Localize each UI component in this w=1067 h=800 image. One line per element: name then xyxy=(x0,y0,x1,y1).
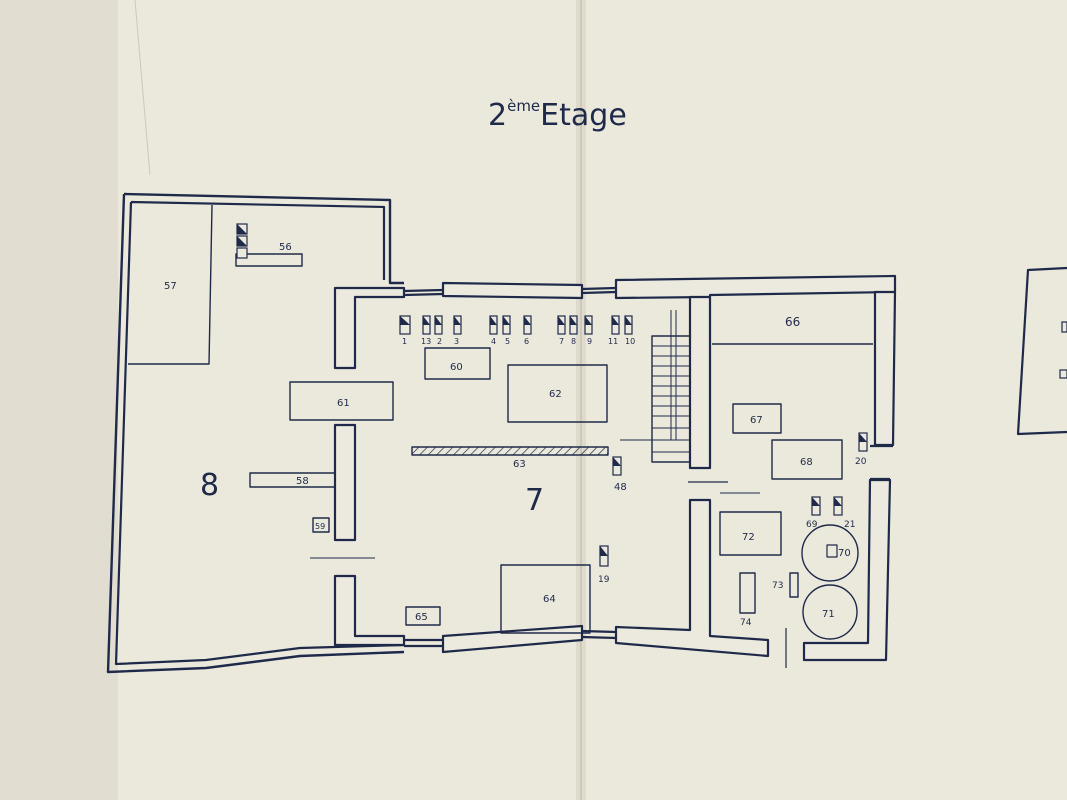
item-60-box xyxy=(424,347,491,380)
right-partition-wall xyxy=(688,295,712,470)
item-62-box xyxy=(507,364,608,423)
item-59-box xyxy=(312,517,330,533)
outer-wall-left-wing-inner xyxy=(114,200,405,666)
marker-7: 7 xyxy=(559,337,564,346)
north-wall-segment-1 xyxy=(441,281,584,300)
item-65-box xyxy=(405,606,441,626)
label-61: 61 xyxy=(337,398,350,409)
item-58-box xyxy=(249,472,336,488)
label-59: 59 xyxy=(315,522,325,531)
label-65: 65 xyxy=(415,612,428,623)
label-66: 66 xyxy=(785,315,800,329)
window-north-2 xyxy=(581,286,617,291)
room-8-label: 8 xyxy=(200,468,219,503)
title-prefix: 2 xyxy=(488,98,507,133)
marker-19: 19 xyxy=(598,575,610,585)
adjacent-building xyxy=(1016,266,1067,436)
item-74-box xyxy=(739,572,756,614)
marker-6: 6 xyxy=(524,337,529,346)
window-north-2b xyxy=(581,290,617,295)
marker-13: 13 xyxy=(421,337,431,346)
label-67: 67 xyxy=(750,415,763,426)
stair-treads xyxy=(620,310,690,453)
marker-5: 5 xyxy=(505,337,510,346)
label-56: 56 xyxy=(279,242,292,253)
marker-20: 20 xyxy=(855,457,867,467)
item-70-inner xyxy=(826,544,838,558)
window-north-1 xyxy=(403,288,444,293)
label-74: 74 xyxy=(740,618,752,628)
title-main: Etage xyxy=(540,98,627,133)
marker-11: 11 xyxy=(608,337,618,346)
window-south-2 xyxy=(581,629,617,634)
title-superscript: ème xyxy=(507,97,540,115)
item-68-box xyxy=(771,439,843,480)
label-58: 58 xyxy=(296,476,309,487)
item-70-circle xyxy=(801,524,859,582)
marker-4: 4 xyxy=(491,337,496,346)
item-72-box xyxy=(719,511,782,556)
item-71-circle xyxy=(802,584,858,640)
label-69: 69 xyxy=(806,520,818,530)
item-57-box xyxy=(128,204,213,365)
paper-sheet xyxy=(118,0,1067,800)
label-71: 71 xyxy=(822,609,835,620)
partition-wall-middle xyxy=(333,423,357,542)
marker-48: 48 xyxy=(614,482,627,493)
item-61-box xyxy=(289,381,394,421)
marker-21: 21 xyxy=(844,520,855,530)
item-73-box xyxy=(789,572,799,598)
label-62: 62 xyxy=(549,389,562,400)
marker-icon-fills xyxy=(237,224,867,556)
east-wall xyxy=(873,290,897,447)
marker-2: 2 xyxy=(437,337,442,346)
label-64: 64 xyxy=(543,594,556,605)
marker-10: 10 xyxy=(625,337,635,346)
label-57: 57 xyxy=(164,281,177,292)
window-south-2b xyxy=(581,635,617,640)
label-72: 72 xyxy=(742,532,755,543)
marker-9: 9 xyxy=(587,337,592,346)
label-63: 63 xyxy=(513,459,526,470)
marker-8: 8 xyxy=(571,337,576,346)
partition-wall-lower xyxy=(333,574,406,647)
plan-title: 2èmeEtage xyxy=(488,97,627,133)
paper-crease-top xyxy=(134,0,151,176)
label-60: 60 xyxy=(450,362,463,373)
room-7-label: 7 xyxy=(525,483,544,518)
north-wall-segment-2 xyxy=(614,274,897,300)
label-70: 70 xyxy=(838,548,851,559)
item-56-box xyxy=(235,253,303,267)
window-north-1b xyxy=(403,292,444,297)
item-67-box xyxy=(732,403,782,434)
marker-1: 1 xyxy=(402,337,407,346)
item-63-box xyxy=(411,446,609,456)
marker-3: 3 xyxy=(454,337,459,346)
label-68: 68 xyxy=(800,457,813,468)
south-wall-segment-2 xyxy=(614,498,770,658)
partition-wall-upper xyxy=(333,286,406,370)
item-64-box xyxy=(500,564,591,634)
outer-wall-left-wing xyxy=(106,192,405,674)
label-73: 73 xyxy=(772,581,783,591)
paper-left-margin xyxy=(0,0,135,800)
